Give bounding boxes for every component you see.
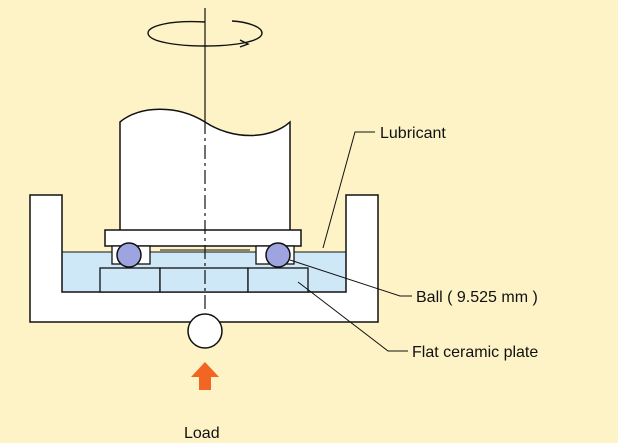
bath-container [29, 194, 379, 323]
ceramic-plate-right [247, 267, 309, 293]
load-contact-ball [187, 313, 223, 349]
rotation-arrowhead-icon [239, 39, 250, 48]
leader-plate [297, 281, 408, 352]
ball-left [116, 242, 142, 268]
load-arrow-icon [191, 362, 219, 390]
rotation-arrow [147, 20, 263, 47]
label-lubricant: Lubricant [380, 125, 446, 142]
label-ball: Ball ( 9.525 mm ) [416, 289, 538, 306]
label-plate: Flat ceramic plate [412, 344, 538, 361]
leader-lubricant [322, 131, 375, 249]
leader-ball [289, 259, 412, 297]
ball-right [265, 242, 291, 268]
ceramic-plate-center [159, 267, 249, 293]
label-load: Load [184, 425, 220, 442]
ceramic-plate-left [99, 267, 161, 293]
